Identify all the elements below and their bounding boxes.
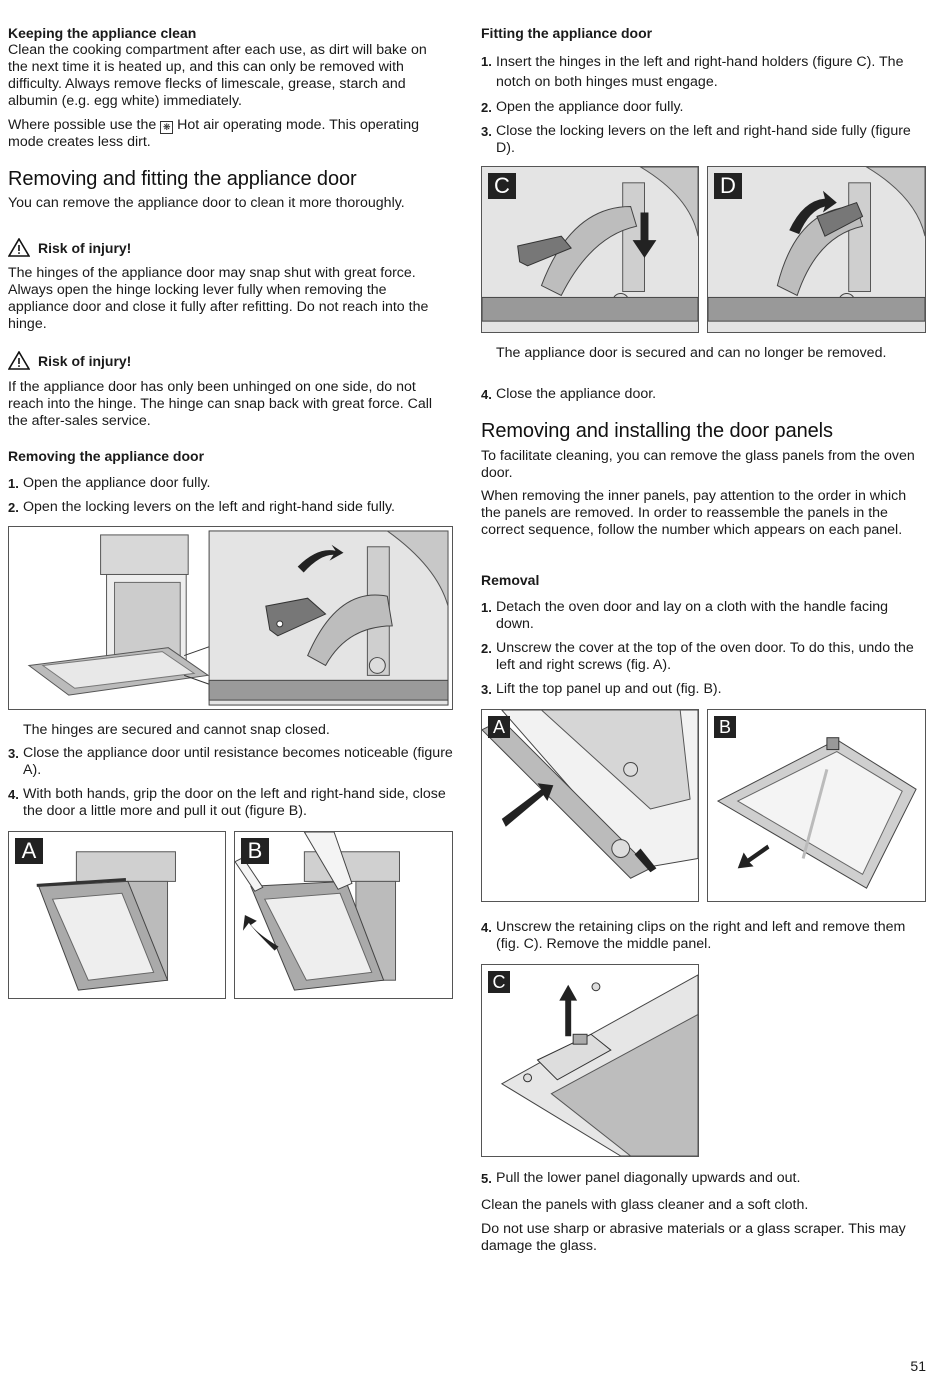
- panels-paragraph-2: When removing the inner panels, pay atte…: [481, 488, 907, 538]
- removing-door-heading: Removing the appliance door: [8, 448, 205, 464]
- oven-door-pulling-illustration: [235, 832, 400, 991]
- step-item: 2. Open the locking levers on the left a…: [8, 499, 454, 516]
- step-text: Close the appliance door until resistanc…: [23, 745, 453, 778]
- figure-label: B: [241, 838, 269, 864]
- removing-steps-list: 1. Open the appliance door fully. 2. Ope…: [8, 475, 454, 516]
- step-number: 3.: [481, 124, 492, 139]
- step-text: Unscrew the cover at the top of the oven…: [496, 640, 914, 673]
- step-number: 4.: [8, 787, 19, 802]
- top-panel-lift-illustration: [708, 710, 925, 901]
- step-text: With both hands, grip the door on the le…: [23, 786, 446, 819]
- step-item: 4. With both hands, grip the door on the…: [8, 786, 454, 820]
- panels-paragraph-1: To facilitate cleaning, you can remove t…: [481, 448, 915, 481]
- step-item: 1. Open the appliance door fully.: [8, 475, 454, 492]
- step-number: 1.: [8, 476, 19, 491]
- warning-2-text: If the appliance door has only been unhi…: [8, 379, 433, 429]
- step-item: 1. Detach the oven door and lay on a clo…: [481, 599, 927, 633]
- keeping-p2-end: Hot air operating mode. This operating m…: [8, 117, 420, 150]
- figure-label: C: [488, 173, 516, 199]
- step-text: Lift the top panel up and out (fig. B).: [496, 681, 722, 697]
- step-text: Open the appliance door fully.: [23, 475, 211, 491]
- step-item: 5. Pull the lower panel diagonally upwar…: [481, 1170, 927, 1187]
- step-text: Open the locking levers on the left and …: [23, 499, 395, 515]
- step-item: 1. Insert the hinges in the left and rig…: [481, 52, 927, 92]
- step-item: 4. Unscrew the retaining clips on the ri…: [481, 919, 927, 953]
- step-item: 2. Open the appliance door fully.: [481, 99, 927, 116]
- step-number: 4.: [481, 920, 492, 935]
- section-intro: You can remove the appliance door to cle…: [8, 195, 405, 211]
- step-number: 2.: [481, 100, 492, 115]
- removal-steps-list: 1. Detach the oven door and lay on a clo…: [481, 599, 927, 698]
- figure-a-unscrew-cover: A: [481, 709, 699, 902]
- step-text: Unscrew the retaining clips on the right…: [496, 919, 906, 952]
- figure-c-retaining-clips: C: [481, 964, 699, 1157]
- figure-d-close-lever: D: [707, 166, 926, 333]
- section-heading-door: Removing and fitting the appliance door: [8, 168, 357, 190]
- hinge-insert-illustration: [482, 167, 698, 332]
- warning-1: Risk of injury!: [8, 238, 131, 257]
- figure-label: B: [714, 716, 736, 738]
- figure-label: D: [714, 173, 742, 199]
- warning-1-text: The hinges of the appliance door may sna…: [8, 265, 429, 332]
- warning-triangle-icon: [8, 238, 30, 257]
- warning-triangle-icon: [8, 351, 30, 370]
- figure-a-close-door: A: [8, 831, 226, 999]
- cover-unscrew-illustration: [482, 710, 698, 901]
- fitting-door-heading: Fitting the appliance door: [481, 25, 653, 41]
- fitting-steps-list: 1. Insert the hinges in the left and rig…: [481, 52, 927, 157]
- step-number: 1.: [481, 600, 492, 615]
- keeping-paragraph-1: Clean the cooking compartment after each…: [8, 42, 427, 109]
- figure-label: A: [15, 838, 43, 864]
- figure-label: C: [488, 971, 510, 993]
- step-item: 4. Close the appliance door.: [481, 386, 927, 403]
- hinges-secured-note: The hinges are secured and cannot snap c…: [23, 722, 330, 738]
- hot-air-icon: ❋: [160, 121, 174, 134]
- oven-door-closing-illustration: [36, 851, 176, 991]
- page-number: 51: [910, 1358, 926, 1374]
- step-number: 4.: [481, 387, 492, 402]
- hinge-lever-close-illustration: [708, 167, 925, 332]
- retaining-clip-illustration: [482, 965, 698, 1156]
- step-number: 2.: [8, 500, 19, 515]
- clean-panels-paragraph: Clean the panels with glass cleaner and …: [481, 1197, 809, 1213]
- warning-2: Risk of injury!: [8, 351, 131, 370]
- step-text: Close the appliance door.: [496, 386, 657, 402]
- step-item: 2. Unscrew the cover at the top of the o…: [481, 640, 927, 674]
- figure-c-insert-hinge: C: [481, 166, 699, 333]
- keeping-heading: Keeping the appliance clean: [8, 25, 197, 41]
- no-sharp-materials-paragraph: Do not use sharp or abrasive materials o…: [481, 1221, 906, 1254]
- step-text: Close the locking levers on the left and…: [496, 123, 911, 156]
- step-number: 2.: [481, 641, 492, 656]
- oven-hinge-illustration: [27, 530, 449, 706]
- section-heading-panels: Removing and installing the door panels: [481, 420, 833, 442]
- warning-1-label: Risk of injury!: [38, 239, 132, 256]
- step-text: Insert the hinges in the left and right-…: [496, 54, 904, 90]
- step-item: 3. Lift the top panel up and out (fig. B…: [481, 681, 927, 698]
- figure-b-pull-door: B: [234, 831, 453, 999]
- figure-hinge-open: [8, 526, 453, 710]
- warning-2-label: Risk of injury!: [38, 352, 132, 369]
- step-item: 3. Close the appliance door until resist…: [8, 745, 454, 779]
- removing-steps-list-2: 3. Close the appliance door until resist…: [8, 745, 454, 820]
- step-text: Detach the oven door and lay on a cloth …: [496, 599, 888, 632]
- step-text: Pull the lower panel diagonally upwards …: [496, 1170, 801, 1186]
- step-number: 1.: [481, 54, 492, 69]
- step-number: 5.: [481, 1171, 492, 1186]
- step-number: 3.: [481, 682, 492, 697]
- keeping-p2-start: Where possible use the: [8, 117, 157, 133]
- door-secured-note: The appliance door is secured and can no…: [496, 345, 887, 361]
- figure-b-lift-panel: B: [707, 709, 926, 902]
- step-text: Open the appliance door fully.: [496, 99, 684, 115]
- keeping-paragraph-2: Where possible use the ❋ Hot air operati…: [8, 117, 448, 151]
- removal-heading: Removal: [481, 572, 540, 588]
- step-item: 3. Close the locking levers on the left …: [481, 123, 927, 157]
- figure-label: A: [488, 716, 510, 738]
- step-number: 3.: [8, 746, 19, 761]
